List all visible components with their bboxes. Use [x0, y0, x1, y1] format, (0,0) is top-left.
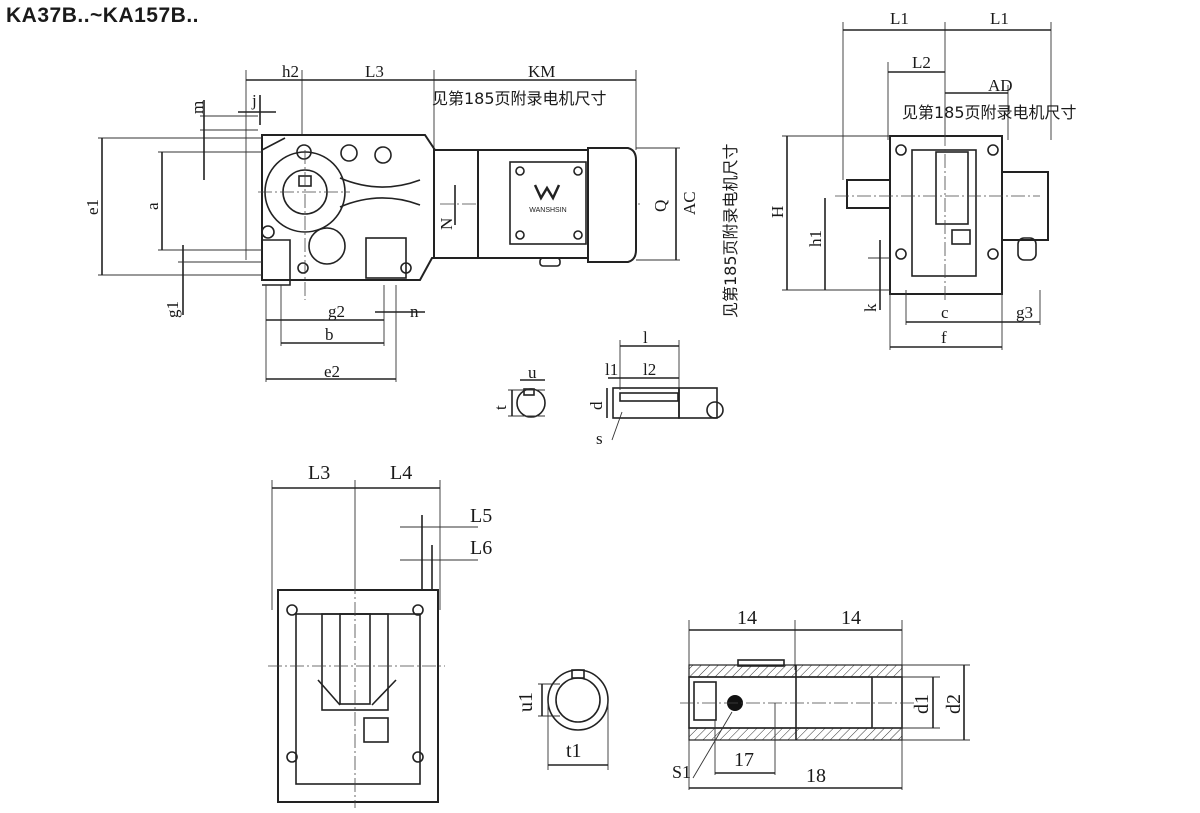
label-L3: L3	[365, 62, 384, 81]
label-u1: u1	[515, 692, 537, 712]
label-17: 17	[734, 749, 754, 771]
label-AC: AC	[680, 191, 699, 215]
label-g1: g1	[163, 301, 182, 318]
label-L6: L6	[470, 537, 492, 559]
label-KM: KM	[528, 62, 555, 81]
label-e1: e1	[83, 199, 102, 215]
side-view	[782, 22, 1052, 350]
label-u: u	[528, 363, 537, 382]
label-S1: S1	[672, 762, 691, 782]
label-14-left: 14	[737, 607, 757, 629]
label-s: s	[596, 429, 603, 448]
label-m: m	[188, 101, 207, 114]
label-e2: e2	[324, 362, 340, 381]
label-n: n	[410, 302, 419, 321]
label-b: b	[325, 325, 334, 344]
label-AD: AD	[988, 76, 1013, 95]
label-j: j	[251, 91, 257, 110]
label-L1-right: L1	[990, 9, 1009, 28]
label-l1: l1	[605, 360, 618, 379]
label-l: l	[643, 328, 648, 347]
label-Q: Q	[651, 200, 670, 212]
label-g2: g2	[328, 302, 345, 321]
label-N: N	[437, 218, 456, 230]
label-L1-left: L1	[890, 9, 909, 28]
hollow-shaft-section	[538, 620, 970, 790]
bottom-view	[268, 480, 478, 808]
front-view: WANSHSIN	[98, 70, 680, 382]
label-d2: d2	[943, 694, 965, 714]
label-L5: L5	[470, 505, 492, 527]
label-14-right: 14	[841, 607, 861, 629]
label-t: t	[491, 405, 510, 410]
label-c: c	[941, 303, 949, 322]
label-L3-bottom: L3	[308, 462, 330, 484]
drawing-title: KA37B..~KA157B..	[6, 4, 199, 27]
dimension-labels: h2 L3 KM 见第185页附录电机尺寸 j m e1 a N Q AC 见第…	[83, 9, 1077, 787]
brand-logo-icon	[533, 184, 561, 201]
label-h1: h1	[806, 230, 825, 247]
label-k: k	[861, 303, 880, 312]
label-f: f	[941, 328, 947, 347]
motor-note-vertical: 见第185页附录电机尺寸	[721, 143, 740, 318]
label-L4: L4	[390, 462, 412, 484]
label-g3: g3	[1016, 303, 1033, 322]
label-H: H	[768, 206, 787, 218]
label-t1: t1	[566, 740, 582, 762]
motor-note-top: 见第185页附录电机尺寸	[432, 89, 607, 108]
label-a: a	[143, 202, 162, 210]
label-18: 18	[806, 765, 826, 787]
label-h2: h2	[282, 62, 299, 81]
label-l2: l2	[643, 360, 656, 379]
shaft-key-detail	[508, 340, 724, 441]
brand-mark: WANSHSIN	[529, 207, 566, 214]
motor-note-right: 见第185页附录电机尺寸	[902, 103, 1077, 122]
label-d1: d1	[911, 694, 933, 714]
label-L2: L2	[912, 53, 931, 72]
label-d: d	[587, 401, 606, 410]
